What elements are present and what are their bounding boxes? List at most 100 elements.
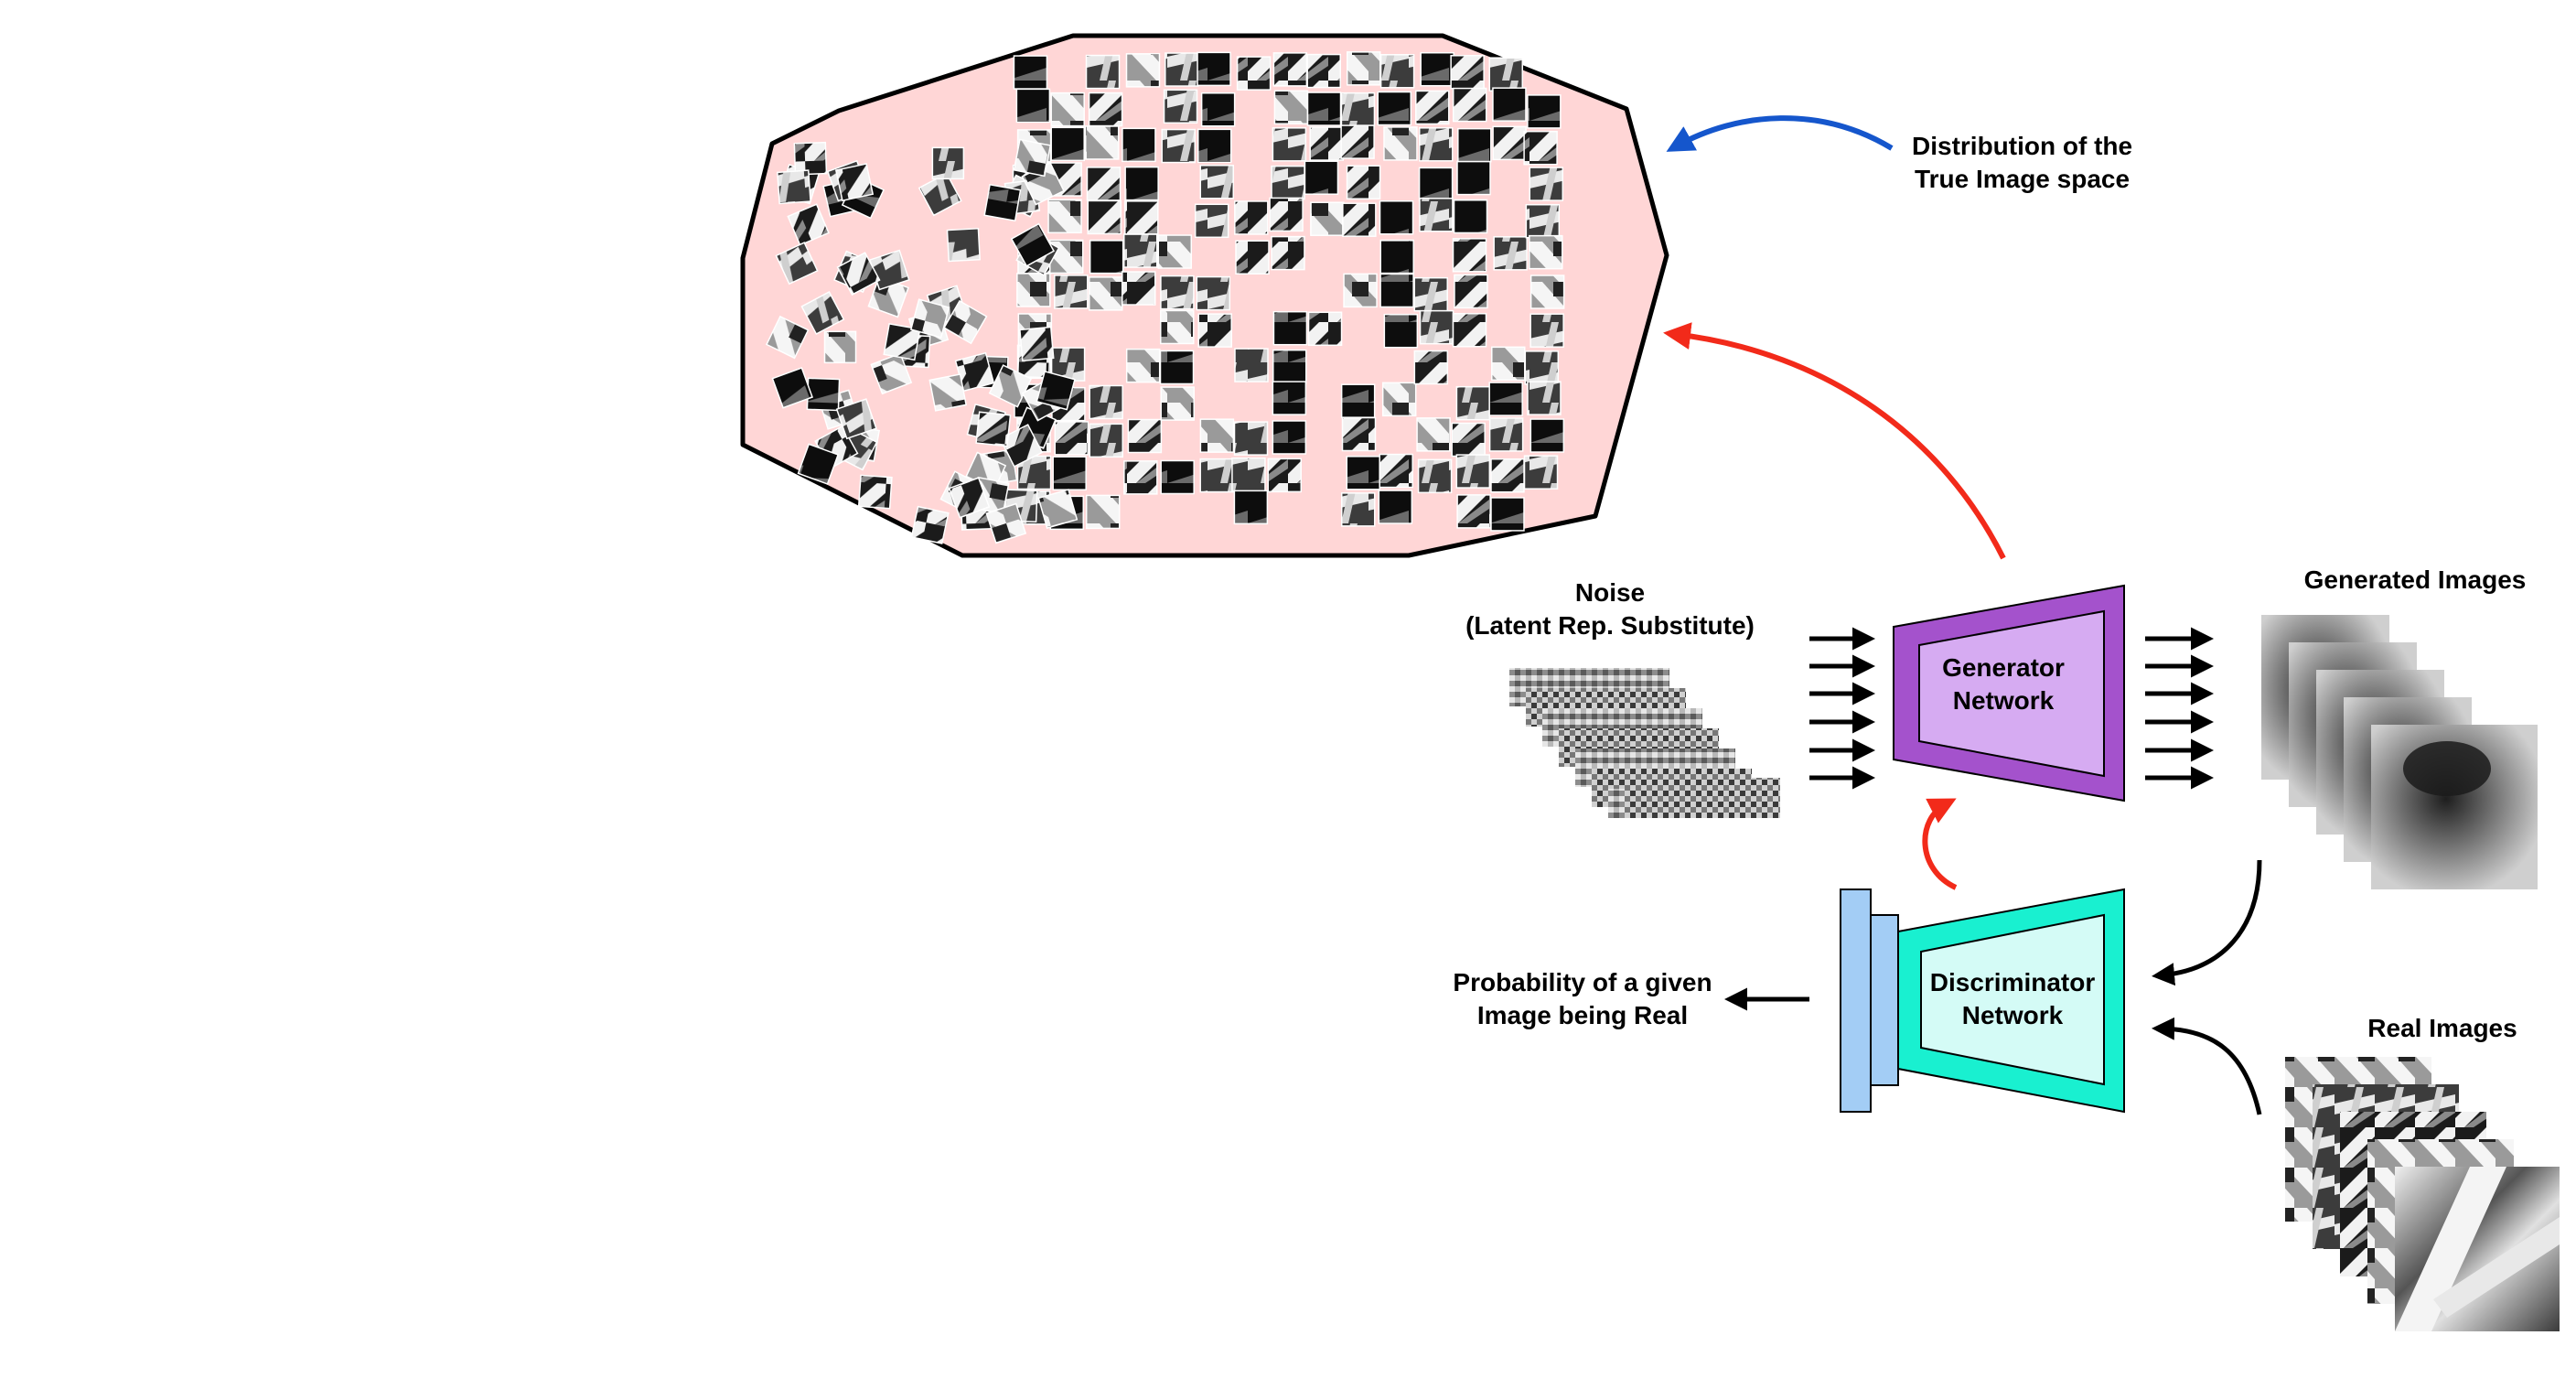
image-patch <box>771 367 813 409</box>
image-patch <box>1269 197 1304 232</box>
image-patch <box>1054 275 1089 309</box>
image-patch <box>1342 202 1377 237</box>
image-patch <box>1084 125 1120 160</box>
probability-label: Probability of a given Image being Real <box>1453 968 1712 1029</box>
image-patch <box>1125 53 1161 88</box>
image-patch <box>1194 203 1229 239</box>
image-patch <box>1197 128 1232 164</box>
image-patch <box>1272 381 1307 415</box>
image-patch <box>1379 453 1413 489</box>
image-patch <box>1523 455 1559 490</box>
real-image-stack-icon <box>2285 1057 2560 1331</box>
image-patch <box>1383 313 1419 349</box>
image-patch <box>1525 203 1561 239</box>
image-patch <box>1346 456 1381 490</box>
image-patch <box>1267 458 1303 493</box>
image-patch <box>1197 51 1231 87</box>
image-patch <box>1271 235 1305 271</box>
image-patch <box>1160 275 1195 310</box>
image-patch <box>1529 167 1564 201</box>
image-patch <box>1341 416 1377 452</box>
image-patch <box>800 290 845 335</box>
image-patch <box>1488 382 1523 416</box>
image-patch <box>1124 200 1159 235</box>
image-patch <box>1304 160 1339 195</box>
image-patch <box>1379 273 1414 308</box>
image-patch <box>1052 456 1087 490</box>
image-patch <box>1455 385 1491 421</box>
image-patch <box>1530 275 1565 309</box>
image-patch <box>1036 370 1076 411</box>
image-patch <box>1379 239 1414 275</box>
noise-patch-stack-icon <box>1509 668 1780 818</box>
image-patch <box>1340 492 1376 527</box>
image-patch <box>1524 350 1560 385</box>
image-patch <box>1086 167 1122 201</box>
image-patch <box>1015 88 1051 124</box>
generator-network <box>1893 584 2125 802</box>
image-patch <box>1527 381 1562 415</box>
true-image-space <box>740 33 1669 558</box>
image-patch <box>1196 275 1231 311</box>
image-patch <box>857 474 893 510</box>
image-patch <box>1457 127 1492 163</box>
image-patch <box>1272 420 1307 455</box>
image-patch <box>1453 199 1488 234</box>
image-patch <box>1413 276 1449 312</box>
image-patch <box>909 298 950 339</box>
blue-arrow <box>1666 115 1894 152</box>
image-patch <box>1455 454 1491 489</box>
generator-input-arrows <box>1809 627 1875 790</box>
image-patch <box>1127 418 1163 454</box>
noise-label: Noise (Latent Rep. Substitute) <box>1465 578 1755 640</box>
image-patch <box>1530 313 1564 348</box>
image-patch <box>1157 234 1192 269</box>
image-patch <box>999 424 1044 468</box>
image-patch <box>1309 126 1344 161</box>
image-patch <box>1379 54 1415 89</box>
image-patch <box>1122 127 1156 163</box>
image-patch <box>1450 55 1485 90</box>
discriminator-label: Discriminator Network <box>1929 968 2096 1029</box>
image-patch <box>1416 417 1451 452</box>
image-patch <box>1523 130 1558 166</box>
image-patch <box>1231 457 1266 492</box>
image-patch <box>1050 92 1085 127</box>
image-patch <box>1272 310 1308 346</box>
image-patch <box>1234 348 1269 382</box>
image-patch <box>1050 347 1086 382</box>
generator-output-arrows <box>2145 627 2214 790</box>
image-patch <box>1123 460 1158 495</box>
image-patch <box>1381 382 1417 417</box>
image-patch <box>1417 458 1453 494</box>
image-patch <box>1235 240 1270 275</box>
image-patch <box>1451 422 1486 458</box>
generated-images-label: Generated Images <box>2303 565 2527 594</box>
image-patch <box>1054 421 1089 456</box>
image-patch <box>1456 160 1491 196</box>
image-patch <box>1199 165 1235 199</box>
image-patch <box>776 169 811 205</box>
image-patch <box>1340 124 1375 159</box>
image-patch <box>1492 125 1527 161</box>
image-patch <box>1037 489 1079 529</box>
image-patch <box>835 398 877 440</box>
image-patch <box>834 163 875 202</box>
image-patch <box>1160 459 1195 495</box>
image-patch <box>1088 92 1123 127</box>
image-patch <box>1340 383 1376 418</box>
image-patch <box>1418 167 1454 202</box>
image-patch <box>975 411 1012 447</box>
image-patch <box>1233 421 1269 456</box>
image-patch <box>1493 236 1528 271</box>
image-patch <box>1199 458 1234 493</box>
image-patch <box>918 172 962 217</box>
image-patch <box>1307 311 1343 347</box>
image-patch <box>1488 417 1524 452</box>
image-patch <box>1378 490 1413 524</box>
image-patch <box>1490 497 1525 532</box>
image-patch <box>1124 166 1159 201</box>
image-patch <box>1088 276 1123 311</box>
image-patch <box>1490 458 1525 493</box>
